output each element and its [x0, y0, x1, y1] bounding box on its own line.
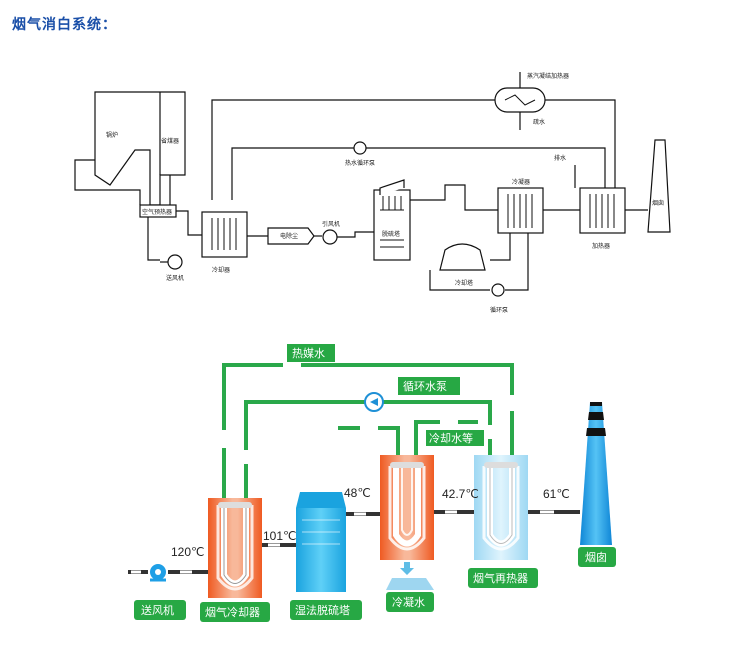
- tag-wet-fgd-tower: 湿法脱硫塔: [295, 603, 350, 617]
- schem-blower-icon: [167, 254, 183, 270]
- schem-label-desulf: 脱硫塔: [382, 230, 400, 238]
- schem-label-drain1: 疏水: [533, 118, 545, 126]
- schem-cooling-tower: [439, 243, 486, 271]
- flue-gas-cooler: [208, 498, 262, 598]
- schem-label-blower: 送风机: [166, 274, 184, 282]
- page-title: 烟气消白系统：: [12, 17, 117, 33]
- schem-fan-icon: [322, 229, 338, 245]
- schem-label-cooler: 冷却器: [212, 266, 230, 274]
- equipment-tags: 送风机 烟气冷却器 湿法脱硫塔 冷凝水 烟气再热器 烟囱: [134, 547, 616, 622]
- flow-green-labels: 热媒水 循环水泵 冷却水等: [287, 344, 484, 446]
- label-hot-medium-water: 热媒水: [292, 347, 325, 360]
- label-cooling-water: 冷却水等: [429, 431, 473, 445]
- schem-label-esp: 电除尘: [280, 232, 298, 240]
- temperature-labels: 120℃ 101℃ 48℃ 42.7℃ 61℃: [171, 486, 570, 559]
- tag-condensate-water: 冷凝水: [392, 595, 425, 609]
- duct-highlights: [131, 510, 554, 574]
- schem-label-air-preheater: 空气预热器: [142, 208, 172, 216]
- schem-esp-shape: [267, 227, 315, 245]
- flue-gas-reheater: [474, 455, 528, 560]
- schem-label-hot-water-pump: 热水循环泵: [345, 159, 375, 167]
- condensate-water: [386, 562, 434, 590]
- wet-fgd-tower: [296, 492, 346, 592]
- condenser: [380, 455, 434, 560]
- tag-flue-gas-cooler: 烟气冷却器: [205, 605, 260, 619]
- schem-label-circ-pump: 循环泵: [490, 306, 508, 314]
- temp-48: 48℃: [344, 486, 371, 500]
- schem-label-induced-fan: 引风机: [322, 220, 340, 228]
- schem-label-economizer: 省煤器: [161, 137, 179, 145]
- tag-chimney: 烟囱: [585, 550, 607, 564]
- tag-blower: 送风机: [141, 603, 174, 617]
- schematic: [74, 72, 671, 297]
- chimney: [580, 402, 612, 545]
- boiler-unit: [94, 91, 186, 206]
- schem-label-steam-heater: 蒸汽凝结加热器: [527, 72, 569, 80]
- schematic-labels: 锅炉 省煤器 空气预热器 送风机 冷却器 电除尘 引风机 脱硫塔 冷凝器 加热器…: [106, 72, 664, 314]
- schem-label-heater: 加热器: [592, 242, 610, 250]
- schem-label-condenser: 冷凝器: [512, 178, 530, 186]
- circ-pump-icon: [364, 392, 384, 412]
- schem-label-boiler: 锅炉: [106, 131, 118, 139]
- temp-61: 61℃: [543, 487, 570, 501]
- blower-icon: [150, 564, 166, 582]
- temp-120: 120℃: [171, 545, 205, 559]
- tag-flue-gas-reheater: 烟气再热器: [473, 571, 528, 585]
- schem-label-drain2: 排水: [554, 154, 566, 162]
- temp-42-7: 42.7℃: [442, 487, 479, 501]
- temp-101: 101℃: [263, 529, 297, 543]
- schem-chimney-shape: [647, 139, 671, 233]
- schem-label-chimney: 烟囱: [652, 199, 664, 207]
- pipe-highlights: [222, 363, 514, 464]
- schem-label-cooling-tower: 冷却塔: [455, 279, 473, 287]
- label-circ-water-pump: 循环水泵: [403, 380, 447, 393]
- schem-desulf-tower: [373, 179, 411, 261]
